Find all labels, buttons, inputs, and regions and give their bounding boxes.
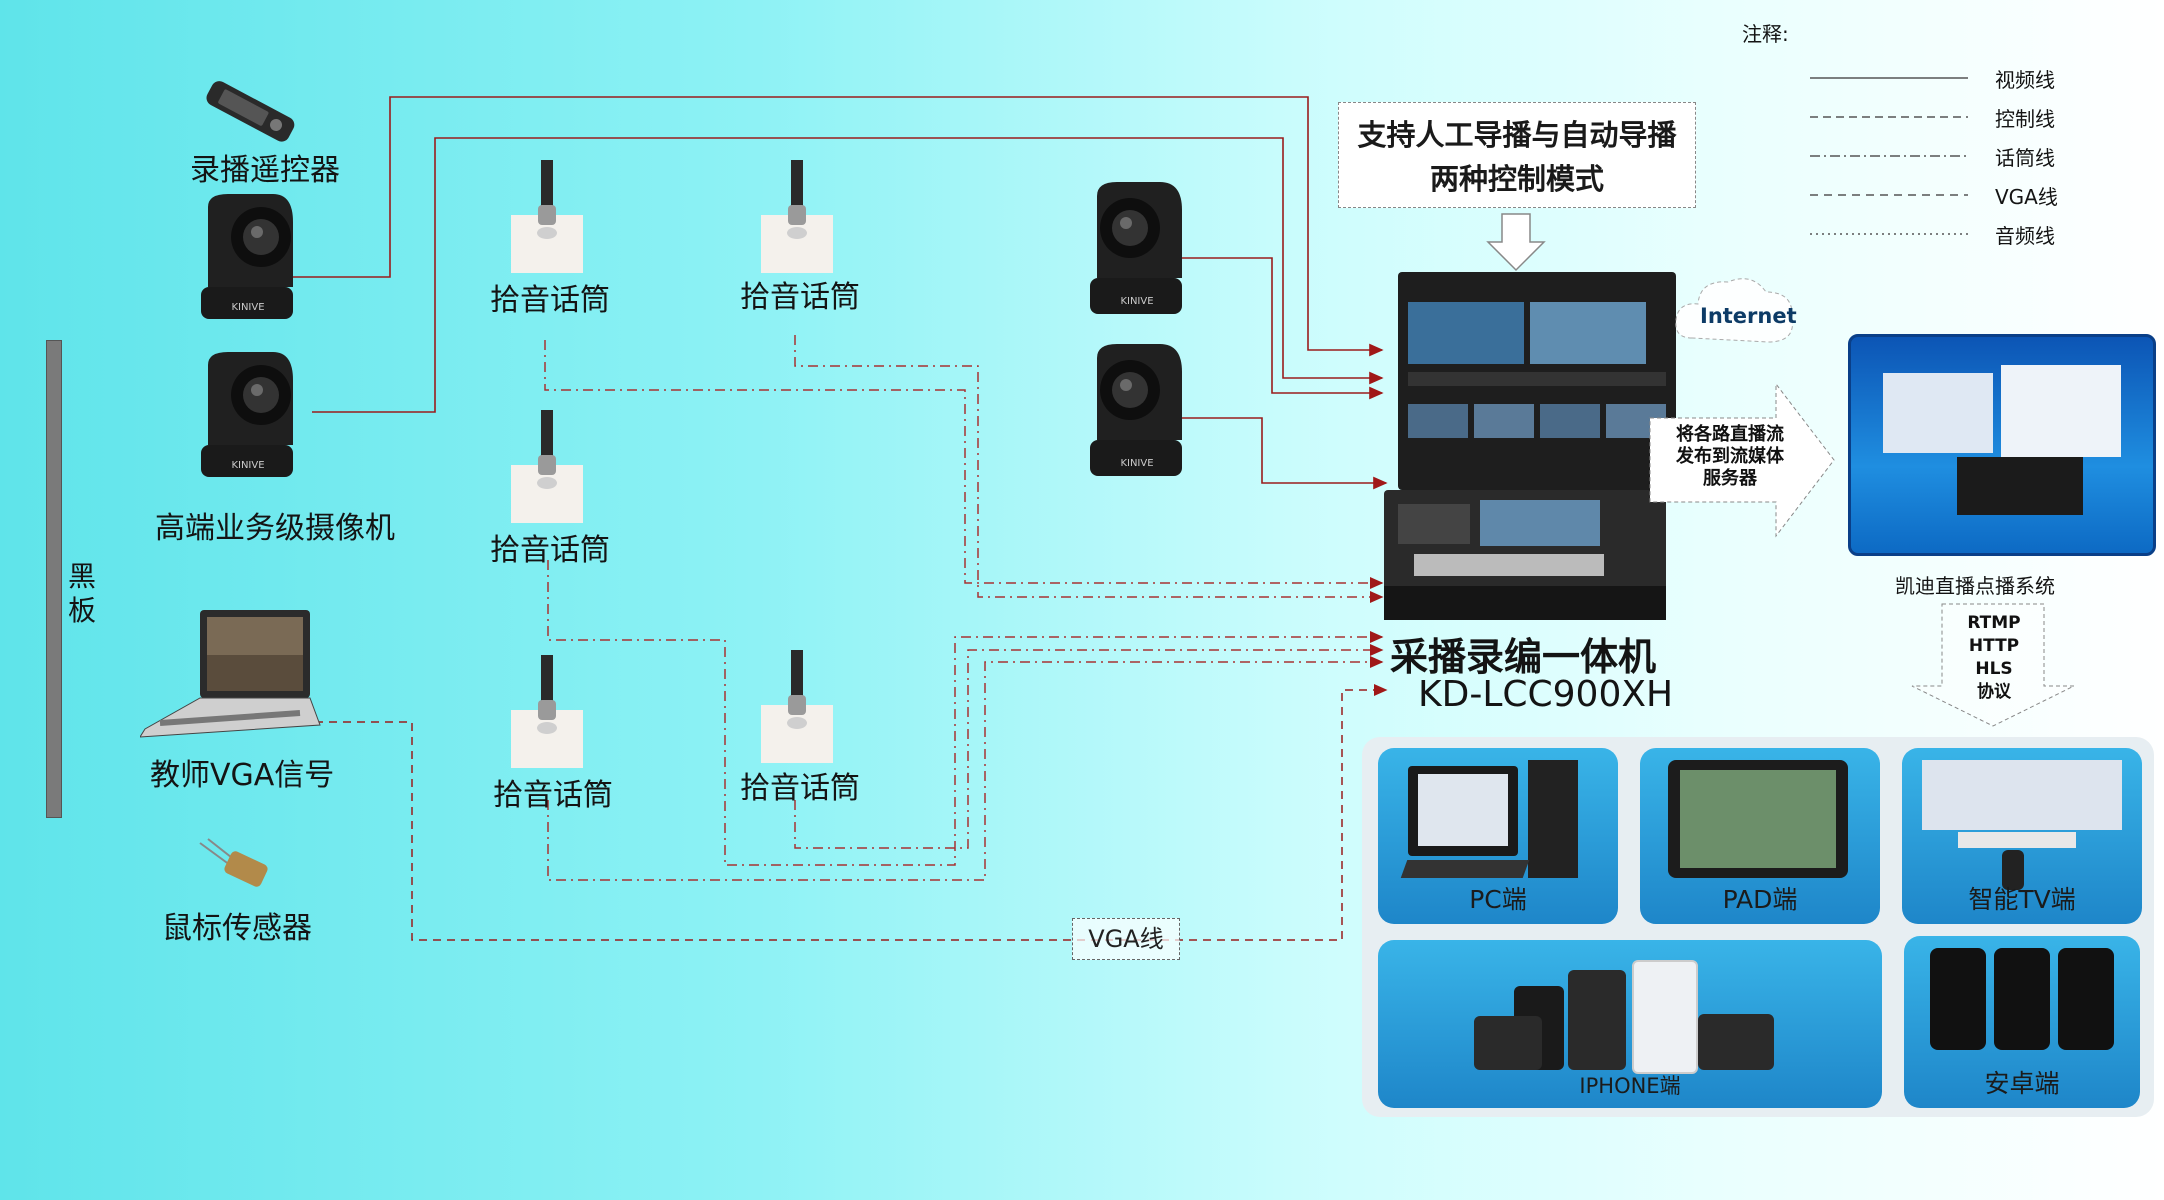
camera-group-label: 高端业务级摄像机 <box>155 511 395 546</box>
mic-label-2: 拾音话筒 <box>740 280 860 315</box>
legend-vga-line: VGA线 <box>1995 185 2058 209</box>
cloud-icon <box>1675 278 1793 343</box>
publish-arrow-icon <box>1649 382 1835 538</box>
pad-client-tile: PAD端 <box>1640 748 1880 924</box>
iphone-client-label: IPHONE端 <box>1579 1074 1681 1098</box>
mic-line-3 <box>547 560 1384 866</box>
mic-line-2 <box>794 335 1384 603</box>
protocol-arrow-icon <box>1911 603 2075 727</box>
camera-brand: KINIVE <box>231 460 264 471</box>
ptz-camera-icon: KINIVE <box>1090 182 1182 314</box>
streaming-server-image <box>1848 334 2156 556</box>
legend-audio-line: 音频线 <box>1995 224 2055 248</box>
microphone-icon <box>511 410 583 523</box>
tv-client-tile: 智能TV端 <box>1902 748 2142 924</box>
video-line-cam2 <box>312 137 1384 413</box>
server-caption: 凯迪直播点播系统 <box>1895 574 2055 598</box>
camera-brand: KINIVE <box>231 302 264 313</box>
down-arrow-icon <box>1486 213 1546 272</box>
publish-line2: 发布到流媒体 <box>1676 446 1784 467</box>
tv-client-label: 智能TV端 <box>1968 885 2076 914</box>
ptz-camera-icon: KINIVE <box>1090 344 1182 476</box>
teacher-vga-label: 教师VGA信号 <box>150 758 335 793</box>
microphone-icon <box>511 160 583 273</box>
video-line-cam1 <box>290 96 1384 357</box>
ptz-camera-icon: KINIVE <box>201 194 293 319</box>
laptop-icon <box>140 610 321 738</box>
internet-label: Internet <box>1700 304 1797 328</box>
mouse-sensor-label: 鼠标传感器 <box>162 911 312 946</box>
vga-wire-label: VGA线 <box>1072 918 1180 960</box>
publish-line1: 将各路直播流 <box>1676 424 1784 445</box>
mic-line-1 <box>544 340 1384 589</box>
android-client-label: 安卓端 <box>1984 1069 2060 1098</box>
pc-client-label: PC端 <box>1469 885 1527 914</box>
legend-mic-line: 话筒线 <box>1995 146 2055 170</box>
remote-control-icon <box>206 81 295 142</box>
ptz-camera-icon: KINIVE <box>201 352 293 477</box>
mic-label-4: 拾音话筒 <box>493 778 613 813</box>
protocol-word: 协议 <box>1977 682 2011 702</box>
director-mode-note: 支持人工导播与自动导播 两种控制模式 <box>1338 102 1696 208</box>
mic-label-1: 拾音话筒 <box>490 283 610 318</box>
microphone-icon <box>761 160 833 273</box>
microphone-icon <box>511 655 583 768</box>
director-note-line2: 两种控制模式 <box>1429 162 1604 196</box>
mic-label-3: 拾音话筒 <box>490 533 610 568</box>
protocol-list: RTMP HTTP HLS 协议 <box>1950 612 2038 704</box>
android-client-tile: 安卓端 <box>1904 936 2140 1108</box>
microphone-icon <box>761 650 833 763</box>
remote-label: 录播遥控器 <box>190 153 340 188</box>
protocol-hls: HLS <box>1975 659 2013 679</box>
device-body <box>1384 490 1666 620</box>
blackboard-label: 黑板 <box>68 560 97 627</box>
video-line-cam4 <box>1180 417 1388 490</box>
iphone-client-tile: IPHONE端 <box>1378 940 1882 1108</box>
pc-client-tile: PC端 <box>1378 748 1618 924</box>
mic-line-5 <box>794 644 1384 849</box>
pad-client-label: PAD端 <box>1722 885 1798 914</box>
publish-line3: 服务器 <box>1703 468 1757 489</box>
legend-control-line: 控制线 <box>1995 107 2055 131</box>
legend-title: 注释: <box>1742 22 1789 46</box>
device-screen <box>1398 272 1676 490</box>
mic-line-4 <box>547 656 1384 881</box>
video-line-cam3 <box>1180 257 1384 400</box>
mouse-sensor-icon <box>199 838 268 887</box>
device-model: KD-LCC900XH <box>1418 674 1674 715</box>
protocol-rtmp: RTMP <box>1967 613 2021 633</box>
camera-brand: KINIVE <box>1120 458 1153 469</box>
publish-note: 将各路直播流 发布到流媒体 服务器 <box>1660 424 1800 490</box>
vga-line <box>315 684 1388 941</box>
director-note-line1: 支持人工导播与自动导播 <box>1357 118 1677 152</box>
device-name: 采播录编一体机 <box>1390 635 1657 679</box>
mic-label-5: 拾音话筒 <box>740 771 860 806</box>
camera-brand: KINIVE <box>1120 296 1153 307</box>
protocol-http: HTTP <box>1968 636 2020 656</box>
blackboard-bar <box>46 340 62 818</box>
legend-video-line: 视频线 <box>1995 68 2055 92</box>
